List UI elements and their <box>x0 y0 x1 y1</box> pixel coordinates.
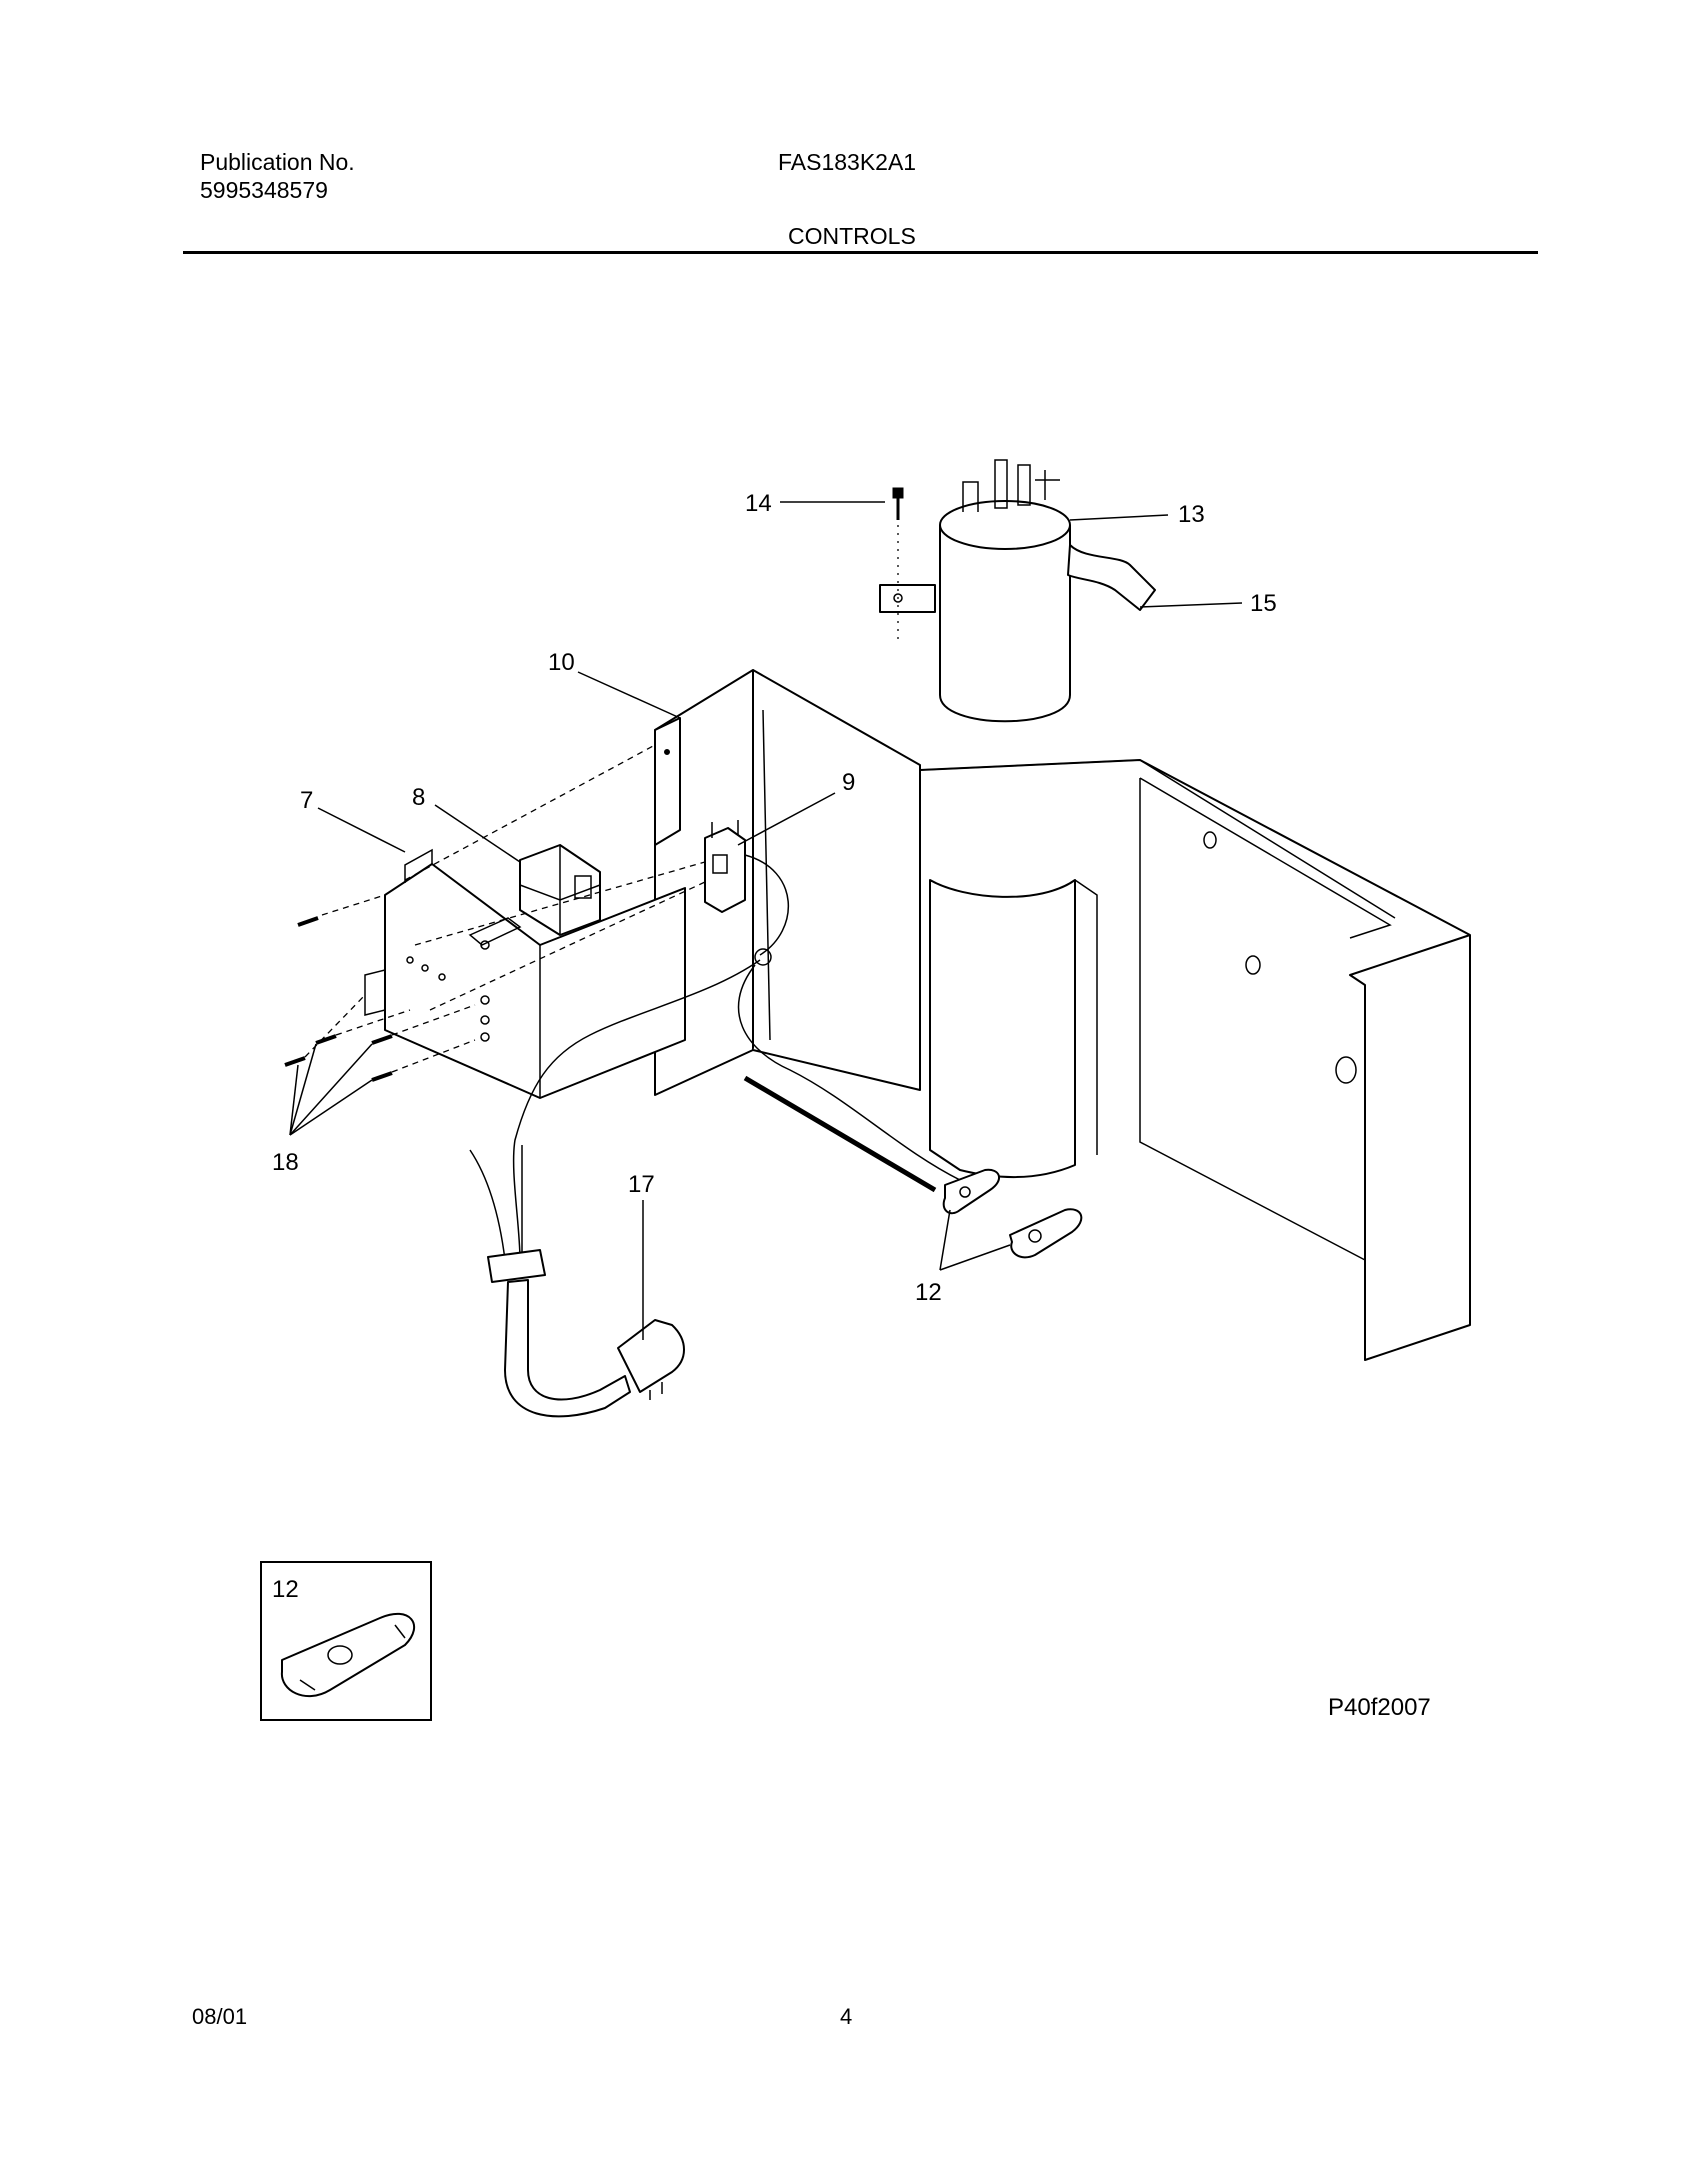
callout-14: 14 <box>745 490 772 517</box>
power-cord <box>469 948 961 1418</box>
header-rule <box>183 251 1538 254</box>
part-8-switch <box>468 844 601 946</box>
part-7-control-box <box>364 848 686 1099</box>
callout-8: 8 <box>412 784 425 811</box>
callout-7: 7 <box>300 787 313 814</box>
part-14-screw <box>892 487 904 645</box>
callout-10: 10 <box>548 649 575 676</box>
callout-18: 18 <box>272 1149 299 1176</box>
part-18-screws <box>284 916 393 1082</box>
part-15-strap <box>879 544 1156 613</box>
model-number: FAS183K2A1 <box>778 149 917 175</box>
callout-12: 12 <box>915 1279 942 1306</box>
leader-lines <box>289 501 1243 1340</box>
callout-15: 15 <box>1250 590 1277 617</box>
footer-date: 08/01 <box>192 2004 248 2029</box>
inset-callout-12: 12 <box>272 1576 299 1603</box>
callout-9: 9 <box>842 769 855 796</box>
part-12-clips <box>942 1168 1083 1259</box>
publication-number: 5995348579 <box>200 177 328 203</box>
part-10-mounting-plate <box>654 717 681 846</box>
callout-13: 13 <box>1178 501 1205 528</box>
figure-code: P40f2007 <box>1328 1694 1431 1721</box>
publication-label: Publication No. <box>200 149 355 175</box>
part-9-relay <box>704 820 790 956</box>
page-number: 4 <box>840 2004 853 2029</box>
control-panel-bracket <box>654 669 1471 1361</box>
section-title: CONTROLS <box>788 223 916 249</box>
callout-17: 17 <box>628 1171 655 1198</box>
part-13-capacitor <box>939 459 1071 723</box>
inset-detail-12: 12 <box>260 1561 432 1721</box>
